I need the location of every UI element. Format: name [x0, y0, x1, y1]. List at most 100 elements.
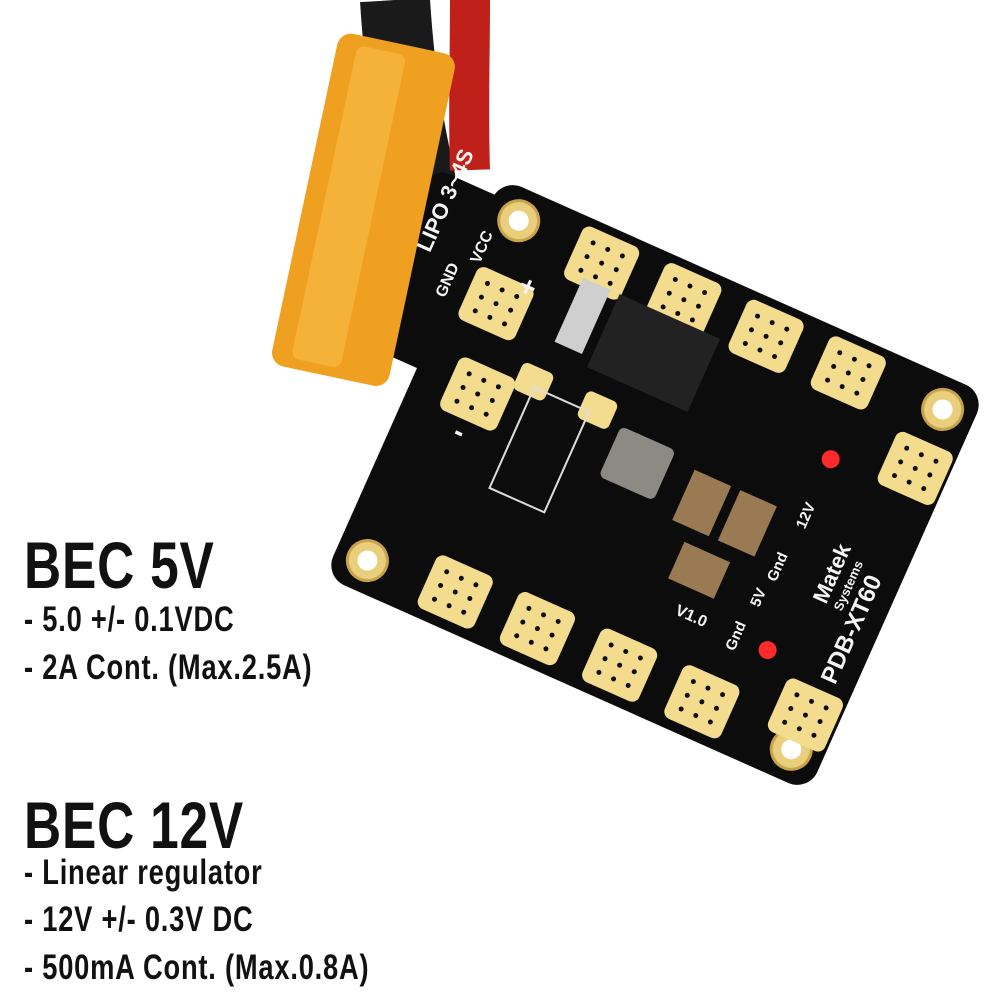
pad-via [466, 371, 472, 377]
pad-via [631, 669, 637, 675]
pad-via [675, 310, 681, 316]
pad-via [526, 605, 532, 611]
5v-label: 5V [747, 586, 770, 610]
pad-via [487, 314, 493, 320]
pad-via [904, 445, 910, 451]
pad-via [809, 698, 815, 704]
pad-via [845, 370, 851, 376]
pad-via [755, 313, 761, 319]
pad-via [602, 656, 608, 662]
pad-via [933, 458, 939, 464]
pad-via [590, 240, 596, 246]
pad-via [481, 377, 487, 383]
pad-via [713, 705, 719, 711]
pad-via [796, 726, 802, 732]
pad-via [892, 473, 898, 479]
pad-via [534, 626, 540, 632]
pad-via [508, 307, 514, 313]
pad-via [778, 340, 784, 346]
pad-via [689, 317, 695, 323]
pad-via [578, 267, 584, 273]
pad-via [831, 363, 837, 369]
pad-via [860, 376, 866, 382]
pad-via [763, 333, 769, 339]
pad-via [802, 712, 808, 718]
pad-via [823, 705, 829, 711]
pad-via [660, 304, 666, 310]
pad-via [543, 646, 549, 652]
pad-via [608, 642, 614, 648]
pad-via [514, 633, 520, 639]
bec-12v-line: - 500mA Cont. (Max.0.8A) [24, 948, 370, 987]
pad-via [475, 391, 481, 397]
pad-via [769, 320, 775, 326]
pad-via [596, 669, 602, 675]
pad-via [555, 618, 561, 624]
pad-via [619, 253, 625, 259]
regulator-tab [554, 277, 611, 354]
xt60-connector [271, 33, 455, 386]
pad-via [528, 639, 534, 645]
pad-via [495, 384, 501, 390]
pad-via [693, 713, 699, 719]
pad-via [678, 706, 684, 712]
pad-via [599, 260, 605, 266]
pad-via [499, 287, 505, 293]
pad-via [623, 648, 629, 654]
pad-via [684, 692, 690, 698]
pad-via [851, 356, 857, 362]
bec-12v-line: - Linear regulator [24, 853, 263, 892]
capacitor [717, 490, 777, 557]
pad-via [444, 569, 450, 575]
pad-via [912, 465, 918, 471]
pad-via [431, 596, 437, 602]
bec-5v-title: BEC 5V [24, 528, 215, 602]
pad-via [666, 290, 672, 296]
pad-via [611, 676, 617, 682]
red-cable [449, 0, 490, 171]
pad-via [460, 385, 466, 391]
pad-via [702, 290, 708, 296]
pad-via [637, 655, 643, 661]
pad-via [584, 254, 590, 260]
led-12v [821, 450, 840, 469]
pcb-tab [362, 172, 541, 386]
pad-via [837, 350, 843, 356]
pcb: LIPO 3~4S VCC GND 12V Gnd 5V Gnd V1.0 Ma… [331, 145, 979, 785]
pad-via [605, 246, 611, 252]
pad-via [707, 719, 713, 725]
pad-via [489, 398, 495, 404]
pad-via [458, 575, 464, 581]
pad-via [549, 632, 555, 638]
pad-via [687, 283, 693, 289]
pad-via [699, 699, 705, 705]
pad-via [695, 303, 701, 309]
pad-via [839, 384, 845, 390]
inductor [600, 428, 674, 499]
pad-via [607, 280, 613, 286]
pad-via [825, 377, 831, 383]
pad-via [625, 682, 631, 688]
pad-via [478, 294, 484, 300]
pad-via [788, 706, 794, 712]
pad-via [461, 609, 467, 615]
pad-via [502, 321, 508, 327]
bec-12v-title: BEC 12V [24, 788, 245, 862]
capacitor [672, 469, 732, 537]
pad-via [690, 679, 696, 685]
pad-via [452, 589, 458, 595]
pad-via [672, 277, 678, 283]
pad-via [782, 719, 788, 725]
pad-via [514, 293, 520, 299]
bec-5v-line: - 5.0 +/- 0.1VDC [24, 600, 235, 639]
bec-12v-line: - 12V +/- 0.3V DC [24, 900, 254, 939]
pad-via [472, 308, 478, 314]
pad-via [927, 472, 933, 478]
pad-via [469, 405, 475, 411]
pad-via [681, 297, 687, 303]
power-pad [577, 391, 618, 429]
led-5v [758, 641, 777, 660]
pad-via [446, 603, 452, 609]
